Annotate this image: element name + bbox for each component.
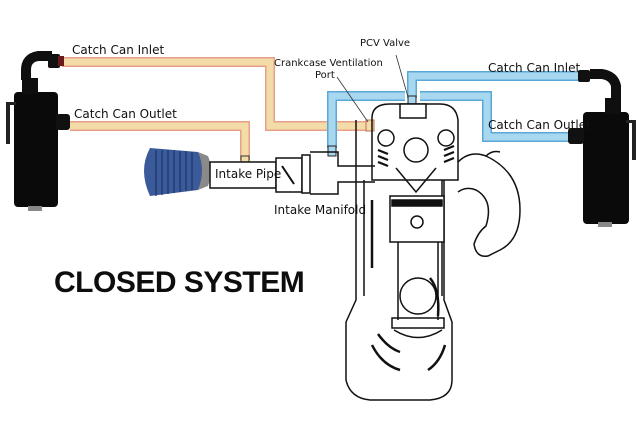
crankcase-port-fitting — [365, 119, 375, 132]
right-catch-can-inlet-label: Catch Can Inlet — [488, 61, 581, 75]
intake-pipe — [209, 151, 375, 195]
right-catch-can — [568, 69, 636, 227]
right-outlet-hose — [420, 91, 572, 142]
left-catch-can-inlet-label: Catch Can Inlet — [72, 43, 165, 57]
diagram-title: CLOSED SYSTEM — [54, 266, 305, 299]
left-outlet-hose — [70, 121, 250, 160]
intake-pipe-label: Intake Pipe — [215, 167, 282, 181]
crankcase-ventilation-port-label-line1: Crankcase Ventilation — [274, 58, 383, 69]
left-catch-can-outlet-label: Catch Can Outlet — [74, 107, 177, 121]
right-inlet-hose — [407, 71, 582, 98]
manifold-vacuum-hose — [327, 91, 405, 148]
air-filter — [144, 148, 211, 196]
pcv-valve-callout-line — [395, 54, 409, 98]
manifold-fitting — [327, 145, 337, 157]
crankcase-ventilation-port-label-line2: Port — [315, 70, 335, 81]
pcv-valve-label: PCV Valve — [360, 38, 411, 49]
left-inlet-hose — [62, 57, 370, 131]
throttle-plate — [281, 165, 295, 185]
engine-cross-section — [345, 103, 521, 401]
crankcase-port-callout-line — [336, 76, 369, 123]
left-catch-can — [6, 51, 70, 211]
intake-manifold-label: Intake Manifold — [274, 203, 367, 217]
right-catch-can-outlet-label: Catch Can Outlet — [488, 118, 591, 132]
